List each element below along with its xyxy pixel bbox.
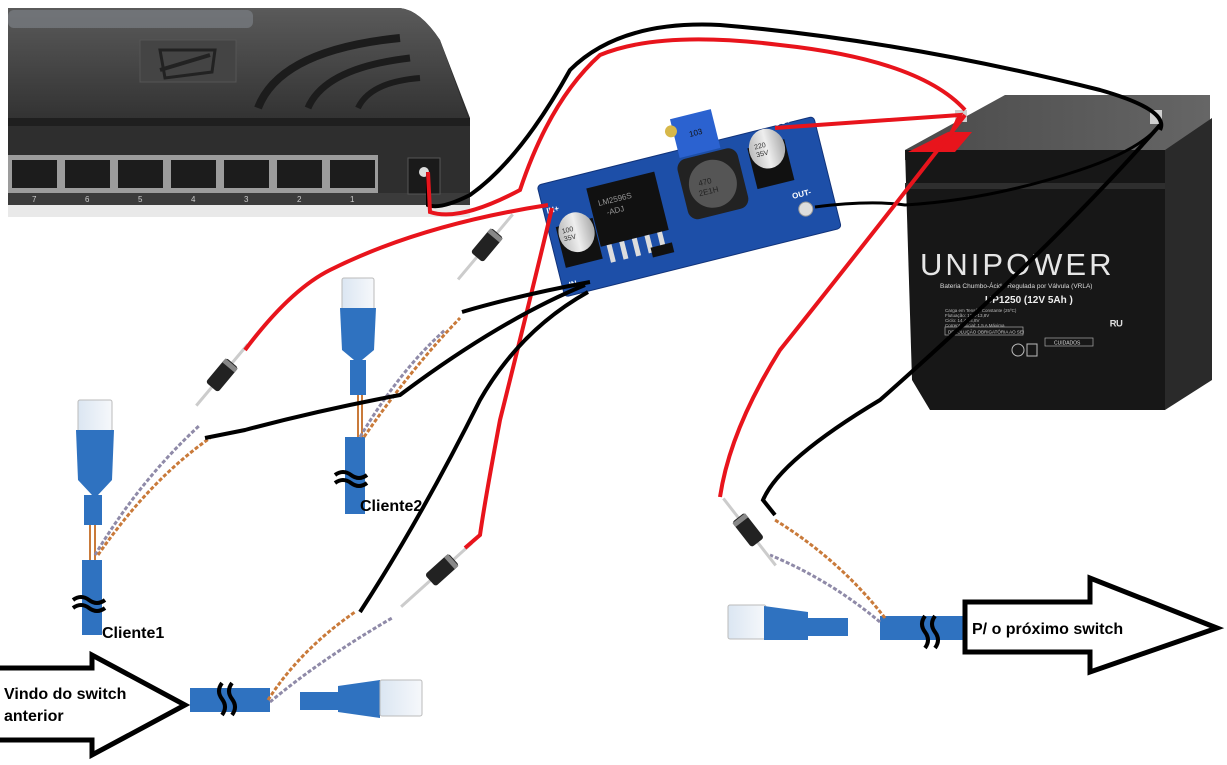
rj45-plug [379, 679, 423, 717]
diode-incoming [400, 542, 473, 608]
output-cap-voltage: 35V [756, 149, 770, 159]
battery-spec-line: Ciclo: 14,4-14,8V [945, 318, 980, 323]
diode-outgoing [722, 497, 777, 567]
dc-dc-converter: LM2596S -ADJ 470 2E1H 103 100 35V 220 35… [537, 109, 842, 297]
bin-icon [1026, 343, 1038, 357]
switch-port-4 [171, 160, 216, 188]
label-outgoing: P/ o próximo switch [972, 621, 1123, 638]
switch-port-5 [118, 160, 163, 188]
label-cliente1: Cliente1 [102, 625, 164, 642]
switch-port-number: 4 [191, 195, 196, 204]
output-cap-label: 220 [754, 142, 767, 152]
battery-brand: UNIPOWER [920, 247, 1115, 282]
switch-port-number: 6 [85, 195, 90, 204]
break-icon [71, 595, 107, 613]
label-incoming-line1: Vindo do switch [4, 686, 126, 703]
wire-negative-cliente2 [461, 280, 591, 314]
battery: UNIPOWER Bateria Chumbo-Ácida Regulada p… [905, 95, 1212, 410]
switch-port-number: 1 [350, 195, 355, 204]
wires [204, 22, 1164, 614]
battery-spec-line: Corrente inicial: 1,5 A Máxima [945, 323, 1005, 328]
diode-cliente2 [456, 213, 514, 281]
arrow-outgoing [962, 574, 1225, 676]
ic-leg [631, 237, 642, 257]
trimmer-potentiometer [670, 109, 721, 159]
battery-spec-line: Flutuação: 13,5-13,8V [945, 313, 989, 318]
switch-port-6 [65, 160, 110, 188]
input-cap-label: 100 [561, 226, 574, 236]
wire-negative-converter-battery [814, 124, 1162, 209]
rj45-plug [341, 277, 375, 313]
wire-positive-outgoing [718, 113, 967, 498]
switch-port-2 [277, 160, 322, 188]
wire-positive-incoming [463, 207, 554, 550]
ic-label-suffix: -ADJ [606, 204, 625, 217]
cable-cliente1 [71, 399, 211, 635]
input-cap-voltage: 35V [563, 233, 577, 243]
rj45-plug [77, 399, 113, 435]
wire-negative-switch-battery [426, 22, 1164, 209]
label-incoming-line2: anterior [4, 708, 64, 725]
battery-subtitle: Bateria Chumbo-Ácida Regulada por Válvul… [940, 281, 1092, 290]
recycle-icon [1011, 343, 1025, 357]
ul-mark-icon: ᴿᵁ [1110, 317, 1123, 333]
plug-boot [340, 308, 376, 360]
wire-positive-cliente1 [243, 203, 549, 352]
break-icon [920, 614, 940, 650]
ic-leg [619, 240, 629, 260]
arrow-incoming [0, 650, 191, 760]
switch-port-3 [224, 160, 269, 188]
input-capacitor [558, 212, 595, 253]
plug-boot [76, 430, 114, 495]
cable-incoming [190, 610, 423, 718]
plug-boot [764, 606, 808, 640]
battery-notice: DEVOLUÇÃO OBRIGATÓRIA AO SEI [948, 329, 1024, 335]
break-icon [333, 470, 369, 488]
battery-warning: CUIDADOS [1054, 341, 1081, 347]
diode-cliente1 [195, 343, 249, 407]
switch-port-number: 3 [244, 195, 249, 204]
wire-negative-cliente1 [204, 283, 586, 440]
wire-negative-incoming [358, 290, 589, 614]
switch-port-number: 5 [138, 195, 143, 204]
switch-port-number: 7 [32, 195, 37, 204]
switch-led-panel [8, 10, 253, 28]
ic-leg [606, 244, 616, 263]
label-cliente2: Cliente2 [360, 498, 422, 515]
switch-port-7 [12, 160, 57, 188]
switch-port-1 [330, 160, 375, 188]
network-switch: 7 6 5 4 3 2 1 [8, 8, 470, 217]
output-capacitor [748, 128, 786, 169]
rj45-plug [727, 604, 767, 640]
regulator-ic [586, 171, 669, 247]
wire-negative-outgoing [760, 123, 1162, 517]
switch-vent [355, 75, 421, 110]
battery-positive-terminal [908, 132, 972, 152]
switch-port-number: 2 [297, 195, 302, 204]
wire-positive-switch-battery [426, 37, 967, 217]
cable-outgoing [727, 518, 966, 650]
inductor-label: 470 [697, 176, 713, 188]
switch-vent [254, 34, 401, 110]
plug-boot [338, 680, 380, 718]
switch-vent [304, 54, 411, 110]
battery-model: UP1250 (12V 5Ah ) [985, 295, 1073, 306]
break-icon [217, 681, 237, 717]
trimmer-label: 103 [688, 127, 704, 139]
cable-cliente2 [333, 277, 462, 514]
